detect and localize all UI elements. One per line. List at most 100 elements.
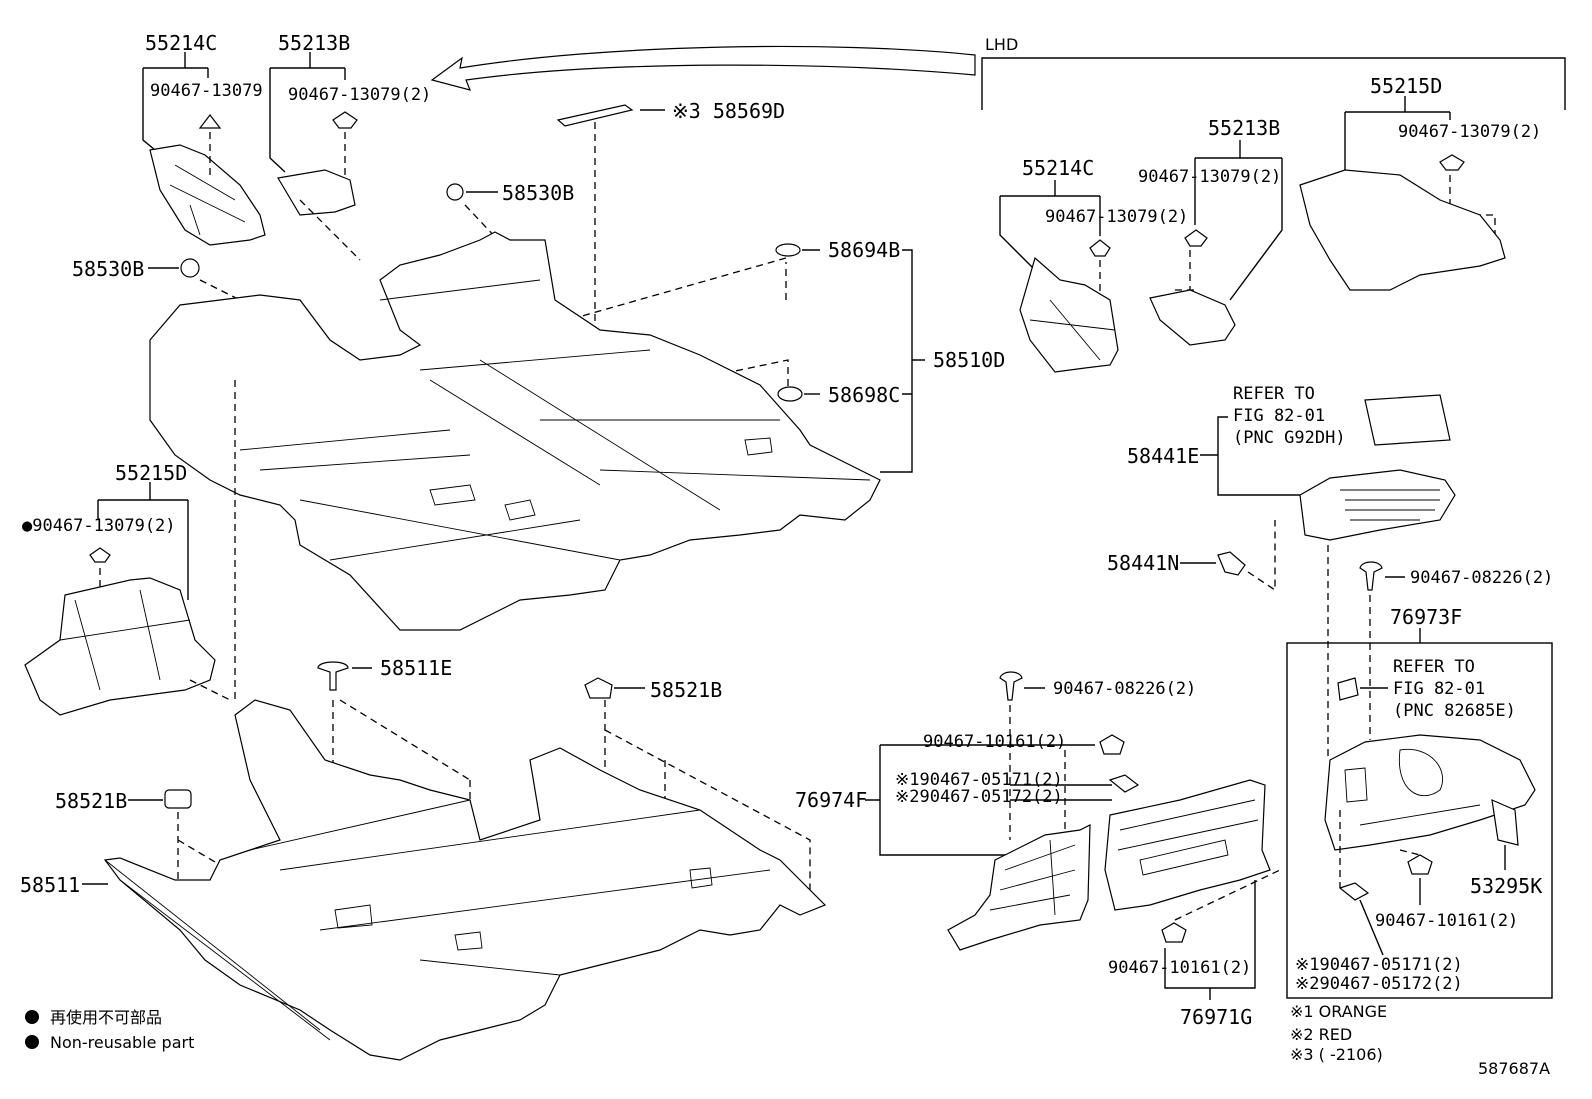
clip-90467-05171-a <box>1108 774 1140 793</box>
lhd-arrow <box>430 45 976 91</box>
label-58569D: ※3 58569D <box>672 99 785 123</box>
label-53295K: 53295K <box>1470 874 1542 898</box>
label-90467-13079-e: 90467-13079(2) <box>1138 167 1281 187</box>
strip-58569D <box>556 104 634 127</box>
bracket-58441E <box>1200 416 1300 496</box>
label-pnc-g92dh: (PNC G92DH) <box>1233 428 1346 448</box>
label-76973F: 76973F <box>1390 605 1462 629</box>
leader-55215D-left <box>97 482 189 600</box>
lhd-bracket <box>981 57 1566 110</box>
clip-90467-13079-b <box>332 111 358 129</box>
clip-90467-13079-a <box>198 114 222 129</box>
label-55214C-right: 55214C <box>1022 156 1094 180</box>
duct-58441E <box>1299 469 1456 541</box>
label-pnc-82685e: (PNC 82685E) <box>1393 701 1516 721</box>
label-58441N: 58441N <box>1107 551 1179 575</box>
label-90467-05171-b: ※190467-05171(2) <box>1295 955 1463 975</box>
label-58521B-top: 58521B <box>650 678 722 702</box>
label-58511: 58511 <box>20 873 80 897</box>
pad-55214C-right <box>1019 256 1119 373</box>
leader-55215D-right <box>1344 96 1451 170</box>
box-76973F <box>1286 642 1553 999</box>
label-90467-13079-c: ●90467-13079(2) <box>22 516 176 536</box>
clip-58511E <box>317 661 349 691</box>
screw-90467-08226-a <box>1359 561 1383 591</box>
carpet-58511 <box>103 699 827 1061</box>
label-58521B-left: 58521B <box>55 789 127 813</box>
leader-55213B-right <box>1194 140 1283 301</box>
trim-76973F <box>1324 734 1536 851</box>
figure-id: 587687A <box>1478 1059 1550 1078</box>
label-90467-05171-a: ※190467-05171(2) <box>895 770 1063 790</box>
label-lhd: LHD <box>985 35 1018 54</box>
clip-90467-13079-e <box>1184 229 1208 247</box>
clip-90467-13079-f <box>1089 239 1111 257</box>
clip-58521B-top <box>584 677 613 699</box>
trim-76974F <box>947 824 1091 951</box>
label-76974F: 76974F <box>795 788 867 812</box>
clip-58698C <box>777 386 803 402</box>
note-3-date: ※3 ( -2106) <box>1290 1045 1383 1064</box>
label-90467-13079-a: 90467-13079 <box>150 81 263 101</box>
label-fig-82-01-2: FIG 82-01 <box>1393 679 1485 699</box>
label-refer-to-1: REFER TO <box>1233 384 1315 404</box>
leader-55214C-left <box>142 52 209 151</box>
label-fig-82-01-1: FIG 82-01 <box>1233 406 1325 426</box>
note-non-reusable-en: Non-reusable part <box>50 1033 194 1052</box>
leader-55214C-right <box>999 180 1101 271</box>
pad-55213B-left <box>277 169 356 216</box>
note-1-orange: ※1 ORANGE <box>1290 1002 1387 1021</box>
clip-58530B-left <box>180 258 200 278</box>
note-non-reusable-jp: 再使用不可部品 <box>50 1008 162 1027</box>
label-55214C-left: 55214C <box>145 31 217 55</box>
clip-58521B-left <box>164 789 192 809</box>
label-55215D-right: 55215D <box>1370 74 1442 98</box>
non-reusable-bullet-icon <box>25 1010 39 1024</box>
label-76971G: 76971G <box>1180 1005 1252 1029</box>
pad-55213B-right <box>1149 289 1236 346</box>
refer-box-82685E <box>1337 677 1359 701</box>
label-90467-10161-c: 90467-10161(2) <box>1108 958 1251 978</box>
label-58530B-top: 58530B <box>502 181 574 205</box>
label-58698C: 58698C <box>828 383 900 407</box>
clip-90467-13079-c <box>89 547 111 563</box>
label-55213B-right: 55213B <box>1208 116 1280 140</box>
clip-90467-10161-c <box>1161 922 1187 943</box>
label-refer-to-2: REFER TO <box>1393 657 1475 677</box>
leader-55213B-left <box>269 52 346 173</box>
label-90467-05172-a: ※290467-05172(2) <box>895 787 1063 807</box>
pad-55215D-right <box>1299 169 1506 291</box>
clip-58530B-top <box>446 183 464 201</box>
pad-55214C-left <box>149 144 266 246</box>
label-90467-13079-f: 90467-13079(2) <box>1045 207 1188 227</box>
label-90467-08226-a: 90467-08226(2) <box>1410 568 1553 588</box>
clip-90467-13079-d <box>1439 154 1465 171</box>
clip-90467-10161-a <box>1099 734 1125 755</box>
refer-box-G92DH <box>1364 394 1451 446</box>
clip-90467-10161-b <box>1407 854 1433 875</box>
label-58694B: 58694B <box>828 238 900 262</box>
clip-58694B <box>775 243 801 257</box>
clip-58441N <box>1217 551 1246 576</box>
label-90467-10161-b: 90467-10161(2) <box>1375 911 1518 931</box>
label-58510D: 58510D <box>933 348 1005 372</box>
label-90467-08226-b: 90467-08226(2) <box>1053 679 1196 699</box>
label-90467-05172-b: ※290467-05172(2) <box>1295 974 1463 994</box>
clip-90467-05171-b <box>1338 882 1370 901</box>
screw-90467-08226-b <box>999 671 1023 701</box>
non-reusable-bullet-icon-2 <box>25 1035 39 1049</box>
label-58441E: 58441E <box>1127 444 1199 468</box>
label-55215D-left: 55215D <box>115 461 187 485</box>
label-55213B-left: 55213B <box>278 31 350 55</box>
label-58511E: 58511E <box>380 656 452 680</box>
note-2-red: ※2 RED <box>1290 1025 1352 1044</box>
bracket-58510D <box>880 249 925 473</box>
trim-76971G <box>1104 779 1271 911</box>
piece-53295K <box>1491 799 1519 846</box>
label-58530B-left: 58530B <box>72 257 144 281</box>
label-90467-13079-b: 90467-13079(2) <box>288 85 431 105</box>
carpet-58510D <box>149 231 881 631</box>
pad-55215D-left <box>24 577 216 716</box>
bracket-76974F <box>865 744 1112 856</box>
